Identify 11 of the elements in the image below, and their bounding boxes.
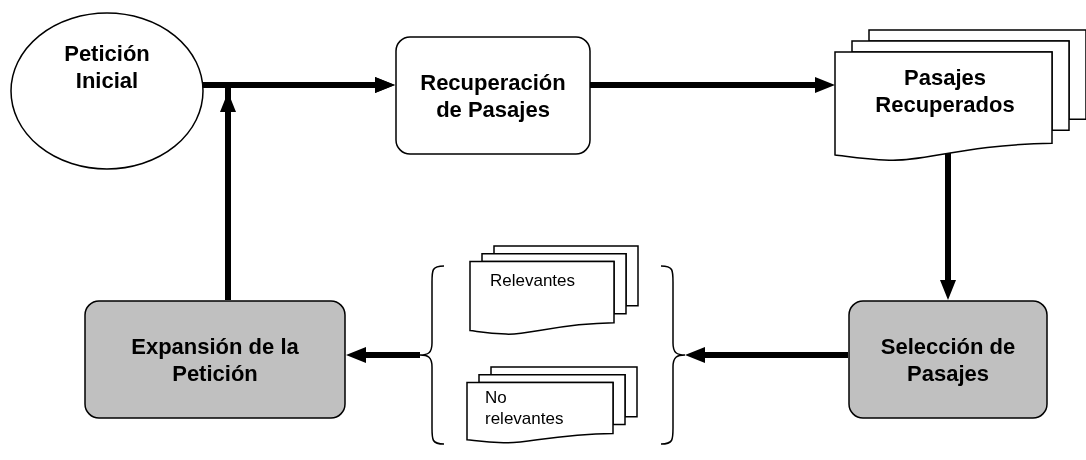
arrow [220, 77, 394, 300]
node-label: No relevantes [485, 387, 565, 429]
node-label: Petición Inicial [63, 40, 151, 94]
arrow [346, 347, 420, 363]
arrow [685, 347, 848, 363]
node-label: Pasajes Recuperados [874, 64, 1016, 118]
node-label: Relevantes [490, 270, 577, 291]
node-label: Selección de Pasajes [879, 333, 1017, 387]
node-label: Recuperación de Pasajes [419, 69, 567, 123]
arrow [590, 77, 835, 93]
node-label: Expansión de la Petición [130, 333, 300, 387]
